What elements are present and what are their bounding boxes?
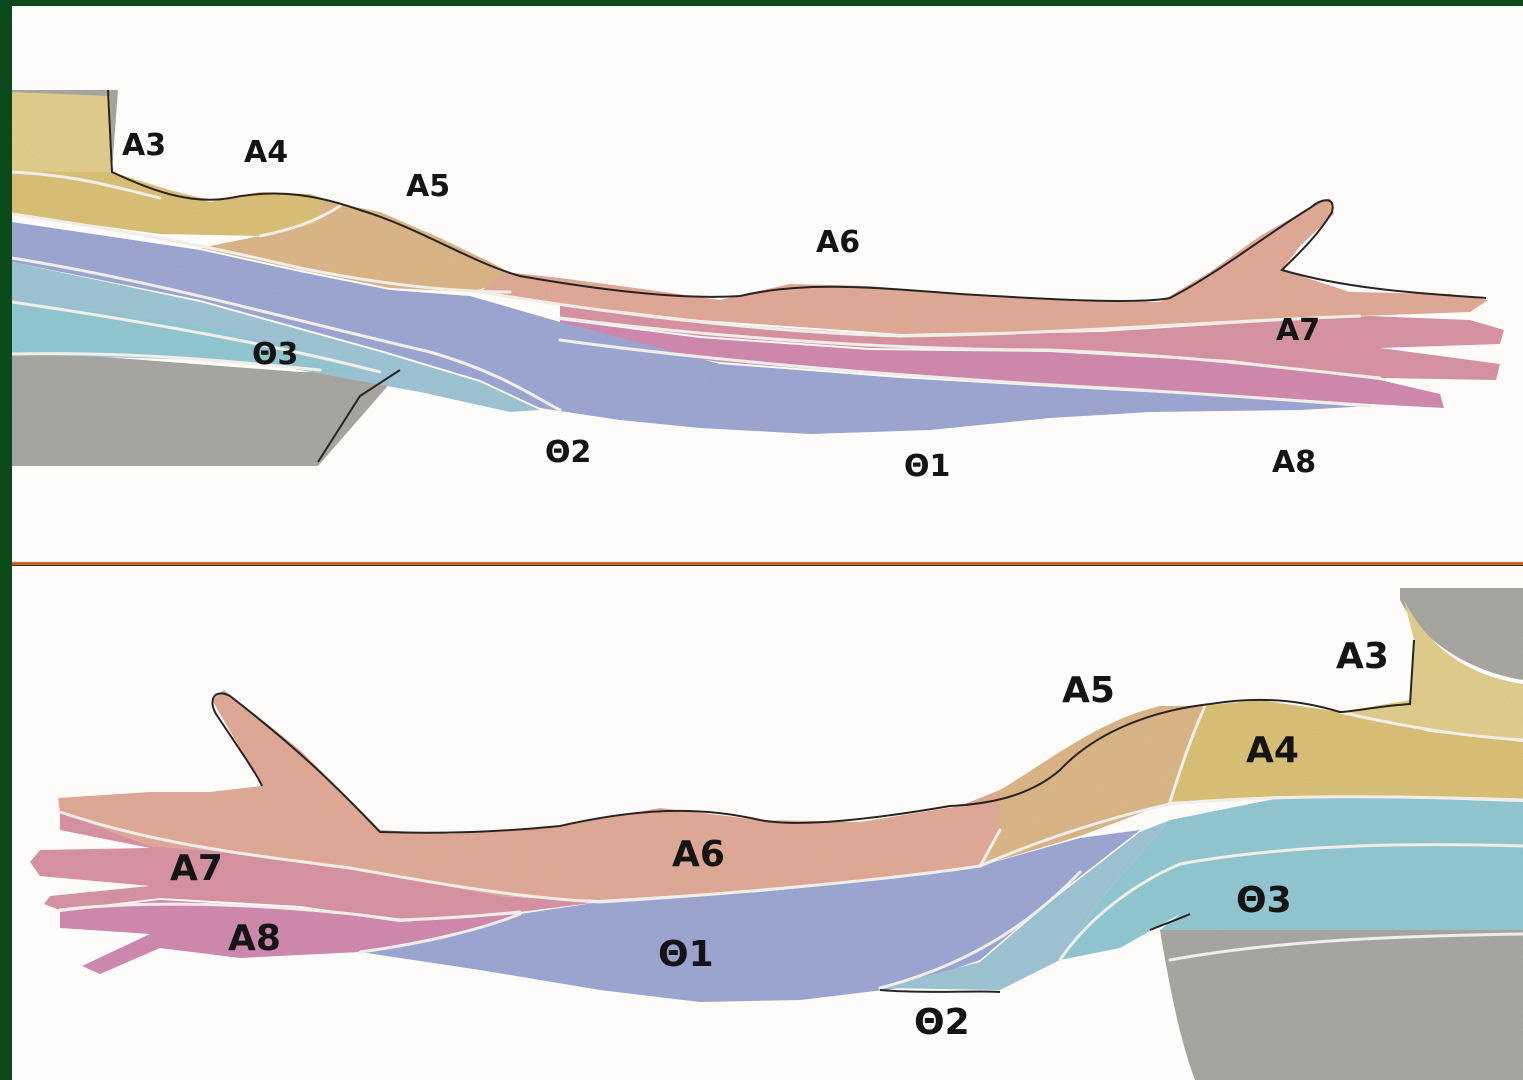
label-A8: A8 (1272, 445, 1316, 480)
label-A5: A5 (1062, 670, 1115, 711)
label-A4: A4 (1246, 730, 1299, 771)
label-A5: A5 (406, 169, 450, 204)
label-A3: A3 (122, 128, 166, 163)
panel-divider (12, 562, 1523, 565)
label-T3: Θ3 (1236, 880, 1292, 921)
label-A3: A3 (1336, 636, 1389, 677)
label-A7: A7 (170, 848, 223, 889)
label-T3: Θ3 (252, 337, 298, 372)
label-T1: Θ1 (658, 934, 714, 975)
label-T2: Θ2 (914, 1002, 970, 1043)
label-A8: A8 (228, 918, 281, 959)
label-A7: A7 (1276, 313, 1320, 348)
label-A6: A6 (672, 834, 725, 875)
label-T2: Θ2 (545, 435, 591, 470)
label-A4: A4 (244, 135, 288, 170)
label-A6: A6 (816, 225, 860, 260)
label-T1: Θ1 (904, 449, 950, 484)
